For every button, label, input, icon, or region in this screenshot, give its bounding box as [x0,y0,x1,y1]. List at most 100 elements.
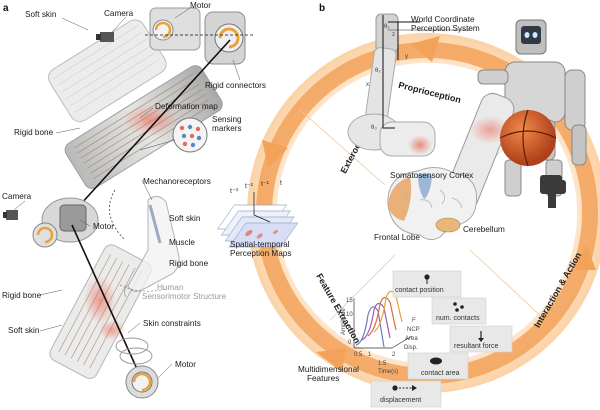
rigid-connector-top [204,11,246,65]
camera-left-icon [3,210,18,220]
frame-theta1: θ₁ [384,24,389,30]
feature-box-num-contacts [431,297,487,325]
frame-theta2: θ₂ [375,68,381,74]
label-motor-mid: Motor [93,222,114,231]
feature-chart [353,290,413,349]
chart-xtick-2: 1.5 [378,361,387,367]
label-soft-skin-low: Soft skin [8,326,40,335]
label-somatosensory: Somatosensory Cortex [390,171,473,180]
chart-series-ncp: NCP [407,327,420,333]
skin-constraint-rings [115,337,153,365]
motor-low [125,365,159,399]
label-camera-left: Camera [2,192,32,201]
label-soft-skin-mid: Soft skin [169,214,201,223]
panel-a-letter: a [3,3,9,14]
cerebellum-region [435,217,461,233]
chart-ytick-2: 5 [348,326,352,332]
upper-arm-segment [48,7,255,206]
human-arm-sketch [119,196,180,298]
world-coord-line2: Perception System [411,24,480,33]
frontal-lobe-region [388,177,412,221]
sensing-markers-zoom [139,117,208,153]
feature-box-contact-area [407,352,469,380]
feature-box-contact-position [392,270,462,298]
spatial-temporal-line1: Spatial-temporal [230,240,290,249]
label-motor-top: Motor [190,1,211,10]
elbow-joint [32,189,126,248]
series-disp [355,306,385,348]
panel-b: b Proprioception Exteroception Feature E… [217,3,600,408]
basketball [500,110,556,166]
time-label-0: t⁻³ [230,188,239,195]
chart-series-f: F [412,318,416,324]
series-ncp [367,296,397,337]
panel-a: a [2,1,266,399]
label-rigid-bone-mid: Rigid bone [169,259,209,268]
label-rigid-bone-top: Rigid bone [14,128,54,137]
chart-xtick-3: 2 [392,352,396,358]
human-structure-line2: Sensorimotor Structure [142,292,227,301]
label-camera-top: Camera [104,9,134,18]
series-area [361,302,391,341]
world-coord-line1: World Coordinate [411,15,475,24]
label-skin-constraints: Skin constraints [143,319,201,328]
somatosensory-region [418,173,432,199]
label-motor-low: Motor [175,360,196,369]
feature-contact-position: contact position [395,287,444,294]
motor-top [149,7,201,51]
human-structure-line1: Human [157,283,184,292]
multidim-line2: Features [307,374,339,383]
label-soft-skin-top: Soft skin [25,10,57,19]
label-deformation-map: Deformation map [155,102,218,111]
time-label-3: t [280,180,282,187]
chart-xtick-1: 1 [368,352,372,358]
chart-xlabel: Time(s) [378,369,398,375]
panel-b-letter: b [319,3,325,14]
label-muscle: Muscle [169,238,195,247]
label-mechanoreceptors: Mechanoreceptors [143,177,211,186]
humanoid-robot [444,19,587,211]
frame-y: y [405,54,408,60]
label-frontal-lobe: Frontal Lobe [374,233,420,242]
spatial-temporal-line2: Perception Maps [230,249,291,258]
feature-box-displacement [370,380,442,408]
feature-box-resultant-force [449,325,513,353]
chart-ylabel: Amplitude [341,308,347,335]
lower-arm-segment [49,224,159,399]
multidim-line1: Multidimensional [298,365,359,374]
chart-ytick-3: 0 [348,340,352,346]
soft-skin-sleeve-top [48,19,167,123]
spatial-temporal-maps [217,192,299,248]
panel-a-labels [13,7,241,379]
world-frame-arm [347,13,470,157]
sensing-markers-line2: markers [212,124,242,133]
feature-resultant-force: resultant force [454,343,498,350]
label-cerebellum: Cerebellum [463,225,505,234]
label-rigid-bone-low: Rigid bone [2,291,42,300]
sensing-markers-line1: Sensing [212,115,242,124]
frame-z: z [392,32,395,38]
chart-ytick-0: 15 [346,298,353,304]
frame-x: x [366,82,369,88]
feature-contact-area: contact area [421,370,460,377]
feature-displacement: displacement [380,397,421,404]
chart-series-disp: Disp. [404,345,418,351]
robot-gripper [540,175,562,208]
chart-ytick-1: 10 [346,312,353,318]
joint-axis-top [79,39,231,206]
brain [387,167,478,241]
chart-xtick-0: 0.5 [354,352,363,358]
label-rigid-connectors: Rigid connectors [205,81,266,90]
time-label-1: t⁻² [245,183,254,190]
frame-theta3: θ₃ [371,125,377,131]
time-label-2: t⁻¹ [261,181,270,188]
cycle-arrowheads [262,36,596,372]
feature-num-contacts: num. contacts [436,315,480,322]
camera-top-icon [96,32,114,42]
